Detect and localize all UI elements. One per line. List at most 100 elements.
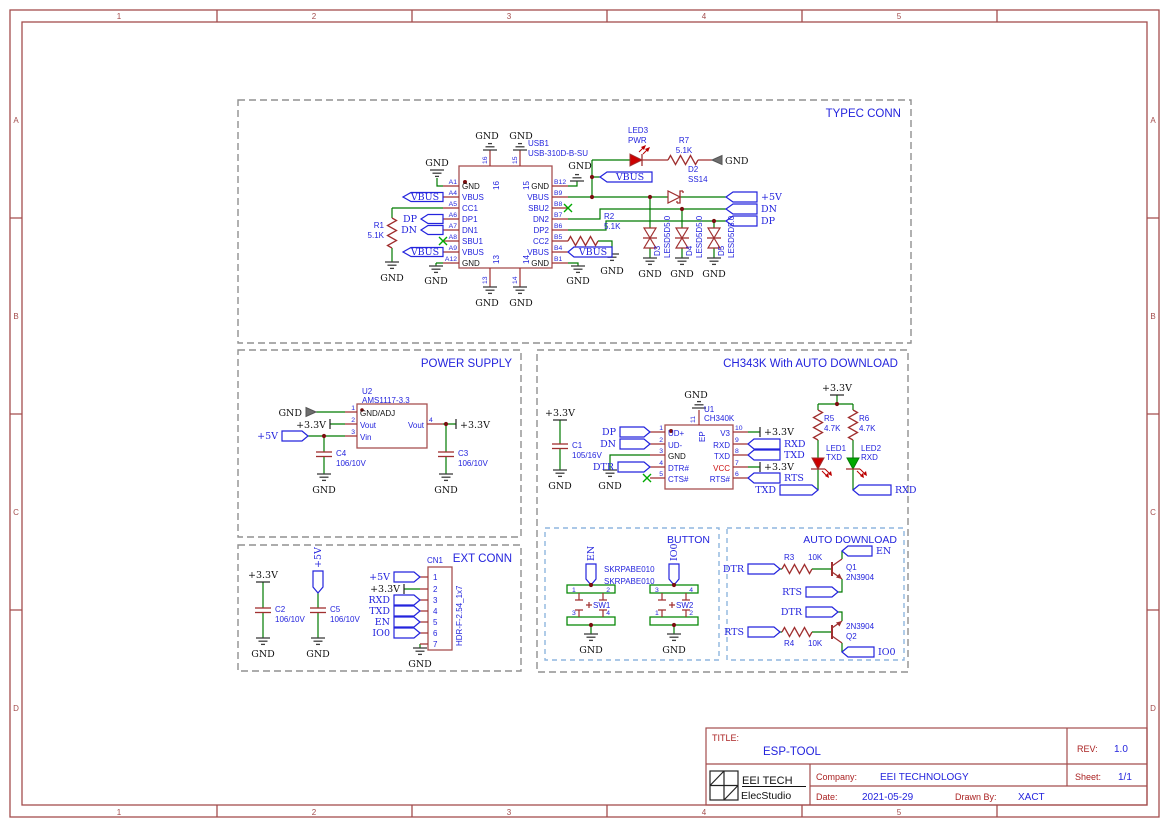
component-c1[interactable]: C1 105/16V xyxy=(551,441,602,460)
pin-name: CC1 xyxy=(462,204,479,213)
pin-num: 14 xyxy=(512,276,519,284)
net-label-gnd: GND xyxy=(600,266,624,277)
net-label-3v3: +3.3V xyxy=(248,570,278,581)
pin-num: 7 xyxy=(735,460,739,467)
refdes: R1 xyxy=(374,221,385,230)
refdes: C1 xyxy=(572,441,583,450)
date-label: Date: xyxy=(816,792,838,802)
component-r7[interactable]: R7 5.1K GND xyxy=(642,136,749,167)
refdes: Q1 xyxy=(846,563,857,572)
company-label: Company: xyxy=(816,772,857,782)
net-port-5v: +5V xyxy=(257,431,278,442)
net-port-dtr: DTR xyxy=(781,607,803,618)
net-port-txd: TXD xyxy=(755,485,776,496)
net-port-en: EN xyxy=(586,546,597,561)
net-label-gnd: GND xyxy=(475,298,499,309)
pin-name: VBUS xyxy=(462,193,484,202)
pin-name: GND/ADJ xyxy=(360,409,395,418)
typec-grounds: GND GND GND GND GND GND GND GND GND GND … xyxy=(380,131,726,309)
pin-name: DP2 xyxy=(533,226,549,235)
ch343k-wires xyxy=(559,395,854,490)
pin-num: 1 xyxy=(433,573,438,582)
component-led3[interactable]: LED3 PWR xyxy=(628,126,650,167)
component-d3[interactable]: D3 LESD5D5.0 xyxy=(642,215,672,258)
pin-num: 3 xyxy=(433,596,438,605)
component-r6[interactable]: R6 4.7K xyxy=(847,409,877,441)
pin-name: GND xyxy=(531,182,549,191)
component-led2[interactable]: LED2 RXD xyxy=(846,444,882,478)
grid-col: 4 xyxy=(702,808,707,817)
component-q1[interactable]: Q1 2N3904 xyxy=(831,558,875,582)
rev-value: 1.0 xyxy=(1114,744,1128,755)
typec-wires xyxy=(391,159,726,266)
value: 4.7K xyxy=(824,424,841,433)
component-c4[interactable]: C4 106/10V xyxy=(315,449,366,468)
component-r4[interactable]: R4 10K xyxy=(781,626,823,649)
pin-num: 2 xyxy=(659,437,663,444)
component-c2[interactable]: C2 106/10V xyxy=(254,605,305,624)
button-wires xyxy=(588,582,677,634)
net-port-vbus: VBUS xyxy=(578,247,607,258)
component-u1[interactable]: GND U1 CH340K 11 EP 1 2 3 4 5 UD+ UD- GN… xyxy=(642,390,748,490)
pin-num: A8 xyxy=(449,234,458,241)
pin-num: 2 xyxy=(351,417,355,424)
pin-num: A5 xyxy=(449,201,458,208)
component-r3[interactable]: R3 10K xyxy=(781,553,823,575)
pin-num: 16 xyxy=(482,156,489,164)
pin-name: Vin xyxy=(360,433,371,442)
component-r1[interactable]: R1 5.1K xyxy=(368,217,398,249)
component-r5[interactable]: R5 4.7K xyxy=(812,409,842,441)
component-q2[interactable]: 2N3904 Q2 xyxy=(831,620,875,644)
refdes: C3 xyxy=(458,449,469,458)
net-port-rts: RTS xyxy=(782,587,802,598)
component-cn1[interactable]: CN1 HDR-F-2.54_1x7 1 2 3 4 5 6 7 xyxy=(420,556,464,651)
pin-num: 2 xyxy=(433,585,438,594)
net-label-gnd: GND xyxy=(509,131,533,142)
refdes: LED1 xyxy=(826,444,847,453)
component-d4[interactable]: D4 LESD5D5.0 xyxy=(674,215,704,258)
section-title-ext: EXT CONN xyxy=(453,553,512,565)
net-port-txd: TXD xyxy=(784,450,805,461)
grid-row: B xyxy=(1150,312,1155,321)
net-port-rts: RTS xyxy=(784,473,804,484)
pin-name: 15 xyxy=(522,181,531,190)
net-port-en: EN xyxy=(375,617,390,628)
pin-name: GND xyxy=(531,259,549,268)
pin-num: 9 xyxy=(735,437,739,444)
pin-name: SBU1 xyxy=(462,237,483,246)
net-label-gnd: GND xyxy=(725,156,749,167)
component-r2[interactable]: R2 5.1K xyxy=(567,212,621,247)
value: 10K xyxy=(808,639,823,648)
net-label-gnd: GND xyxy=(380,273,404,284)
component-u2[interactable]: U2 AMS1117-3.3 1 2 3 4 GND/ADJ Vout Vin … xyxy=(345,387,443,449)
part: AMS1117-3.3 xyxy=(362,396,410,405)
component-c3[interactable]: C3 106/10V xyxy=(437,449,488,468)
pin-num: 8 xyxy=(735,448,739,455)
net-port-rts: RTS xyxy=(724,627,744,638)
net-label-gnd: GND xyxy=(568,161,592,172)
component-usb1[interactable]: USB1 USB-310D-B-SU A1 A4 A5 A6 A7 A8 A9 … xyxy=(438,139,588,287)
component-sw2[interactable]: 3 4 1 2 SW2 xyxy=(649,584,699,626)
drawn-by-value: XACT xyxy=(1018,792,1045,803)
company-value: EEI TECHNOLOGY xyxy=(880,772,969,783)
refdes: C4 xyxy=(336,449,347,458)
value: 106/10V xyxy=(330,615,360,624)
refdes: CN1 xyxy=(427,556,444,565)
component-c5[interactable]: C5 106/10V xyxy=(309,605,360,624)
pin-name: GND xyxy=(462,259,480,268)
autodl-section: DTR R3 10K Q1 2N3904 EN RTS RTS R4 10K 2… xyxy=(723,545,896,658)
company-logo xyxy=(709,770,739,801)
pin-num: 15 xyxy=(512,156,519,164)
pin-name: DTR# xyxy=(668,464,689,473)
net-port-dn: DN xyxy=(761,204,777,215)
component-d5[interactable]: D5 LESD5D5.0 xyxy=(706,215,736,258)
pin-name: TXD xyxy=(714,452,730,461)
component-sw1[interactable]: 1 2 3 4 SW1 xyxy=(566,584,616,626)
grid-row: A xyxy=(13,116,19,125)
net-label-gnd: GND xyxy=(509,298,533,309)
component-led1[interactable]: LED1 TXD xyxy=(811,444,847,478)
pin-num: B6 xyxy=(554,223,563,230)
usb1-refdes: USB1 xyxy=(528,139,549,148)
component-d2[interactable]: D2 SS14 xyxy=(667,165,708,204)
